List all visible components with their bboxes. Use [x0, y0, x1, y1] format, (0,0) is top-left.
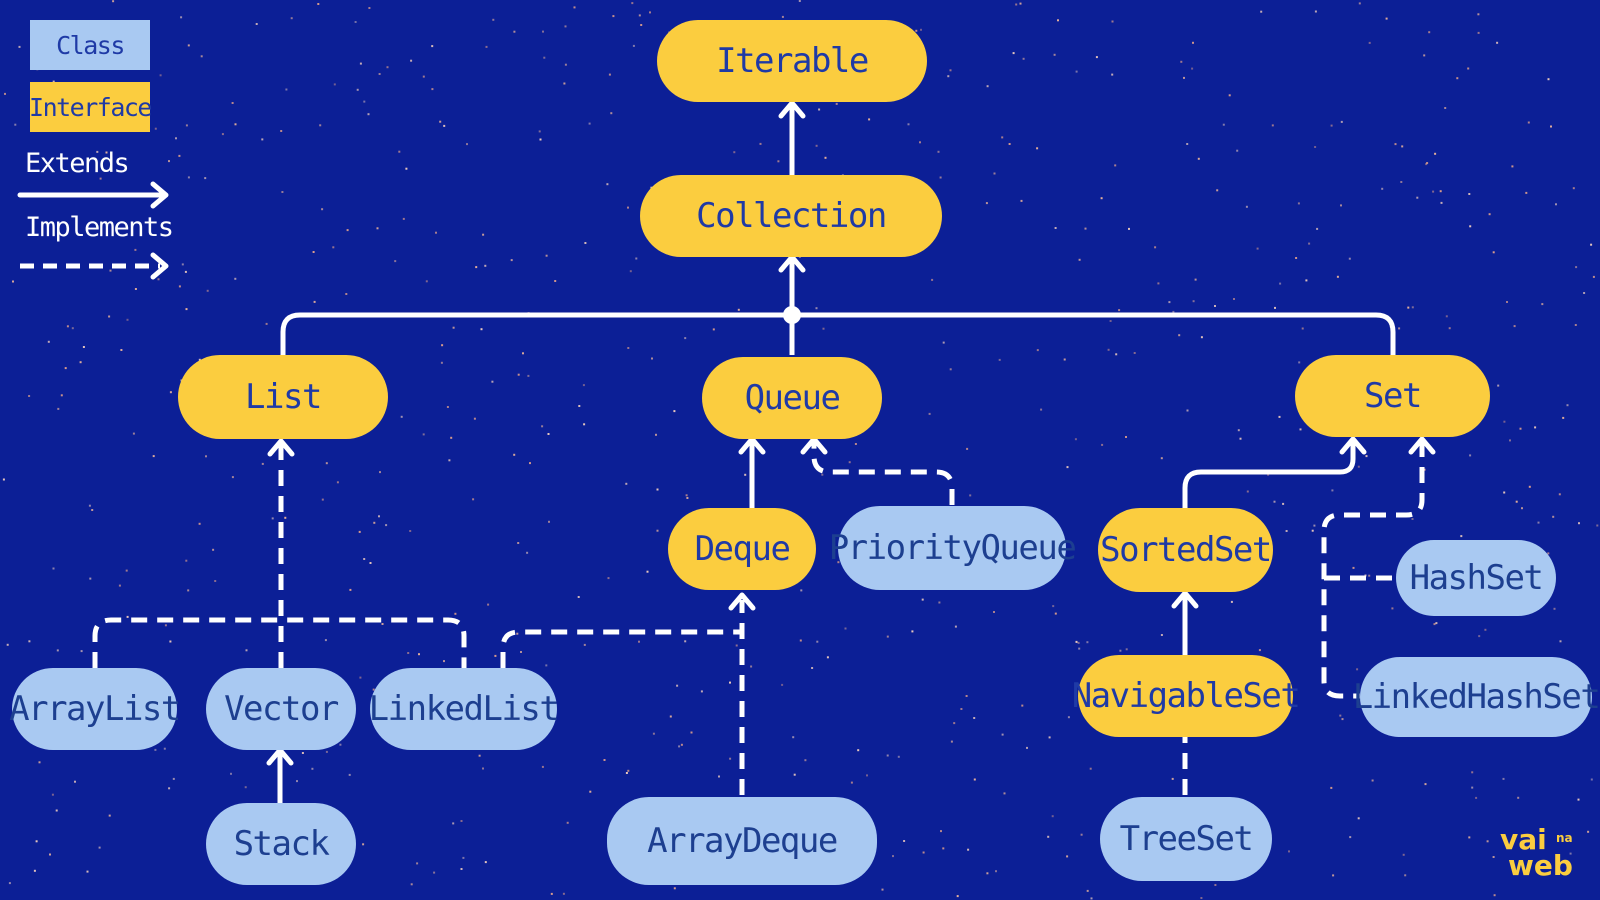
arrowhead-set-left	[1339, 436, 1367, 455]
node-priorityqueue: PriorityQueue	[829, 506, 1077, 590]
node-linkedhashset: LinkedHashSet	[1353, 657, 1600, 737]
node-set: Set	[1295, 355, 1490, 437]
arrowhead-collection	[778, 254, 806, 273]
node-collection: Collection	[640, 175, 942, 257]
legend-extends-arrow	[17, 181, 169, 209]
node-linkedlist: LinkedList	[369, 668, 560, 750]
legend-extends-label: Extends	[25, 148, 130, 179]
arrowhead-list	[267, 438, 295, 457]
edge-list-bus	[280, 312, 1396, 355]
edge-linkedlist-deque	[500, 629, 742, 668]
legend-implements-label: Implements	[25, 212, 174, 243]
arrowhead-queue-left	[738, 436, 766, 455]
legend-class-swatch: Class	[30, 20, 150, 70]
edge-arraylist-list	[92, 617, 467, 668]
logo-web: web	[1508, 849, 1573, 882]
arrowhead-vector	[266, 747, 294, 766]
node-deque: Deque	[668, 508, 816, 590]
arrowhead-iterable	[778, 100, 806, 119]
legend-interface-swatch: Interface	[29, 82, 152, 132]
node-hashset: HashSet	[1396, 540, 1556, 616]
node-stack: Stack	[206, 803, 356, 885]
node-iterable: Iterable	[657, 20, 927, 102]
node-list: List	[178, 355, 388, 439]
arrowhead-deque	[728, 592, 756, 611]
arrowhead-sortedset	[1171, 590, 1199, 609]
arrowhead-set-right	[1408, 436, 1436, 455]
logo-na: na	[1556, 831, 1573, 845]
node-navigableset: NavigableSet	[1072, 655, 1301, 737]
vainaweb-logo: vai na web	[1496, 826, 1586, 886]
logo-vai: vai	[1500, 823, 1547, 856]
node-arraylist: ArrayList	[9, 668, 181, 750]
node-queue: Queue	[702, 357, 882, 439]
edge-priorityqueue-queue	[811, 441, 955, 505]
edge-impl-set-spine	[1321, 441, 1425, 699]
node-vector: Vector	[206, 668, 356, 750]
legend-implements-arrow	[20, 252, 169, 280]
bus-junction	[783, 306, 801, 324]
node-sortedset: SortedSet	[1098, 508, 1273, 592]
node-treeset: TreeSet	[1100, 797, 1272, 881]
arrowhead-queue-right	[800, 436, 828, 455]
edge-sortedset-set	[1182, 441, 1356, 510]
node-arraydeque: ArrayDeque	[607, 797, 877, 885]
